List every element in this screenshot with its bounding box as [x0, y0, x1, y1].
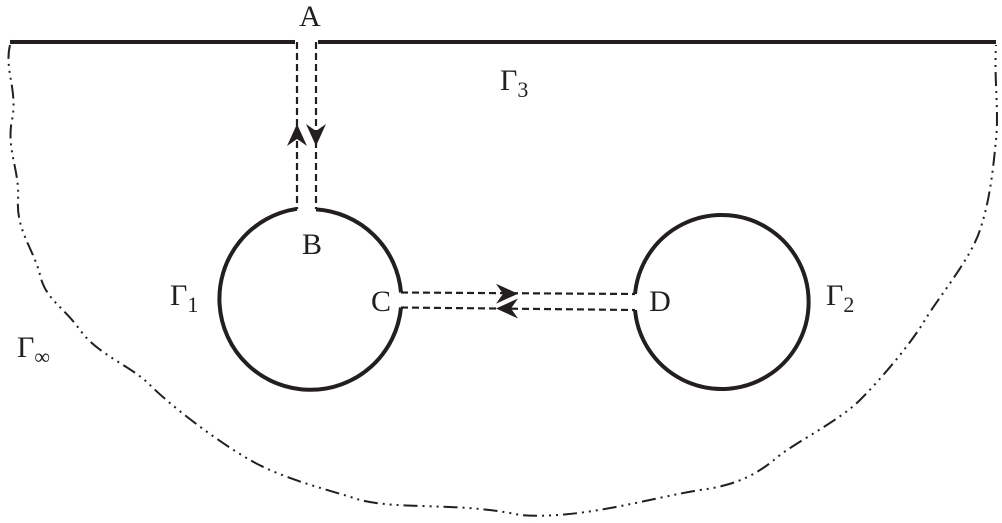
label-gamma-1: Γ1	[170, 279, 198, 317]
label-d: D	[649, 285, 671, 318]
gamma-infinity-boundary	[7, 44, 998, 517]
label-gamma-2: Γ2	[826, 279, 854, 317]
cut-cd-right-arrow	[496, 283, 518, 304]
label-b: B	[302, 228, 322, 261]
cut-ab-down-arrow	[306, 124, 326, 146]
cut-cd-top-line	[400, 291, 636, 296]
cut-ab-up-arrow	[287, 124, 307, 146]
gamma-1-circle	[217, 206, 403, 392]
label-c: C	[371, 285, 391, 318]
cut-cd-left-arrow	[496, 298, 518, 319]
gamma-2-circle	[633, 213, 811, 391]
label-a: A	[299, 0, 321, 33]
cut-cd-bottom-line	[400, 306, 636, 312]
label-gamma-3: Γ3	[500, 64, 528, 102]
label-gamma-infinity: Γ∞	[17, 331, 50, 369]
